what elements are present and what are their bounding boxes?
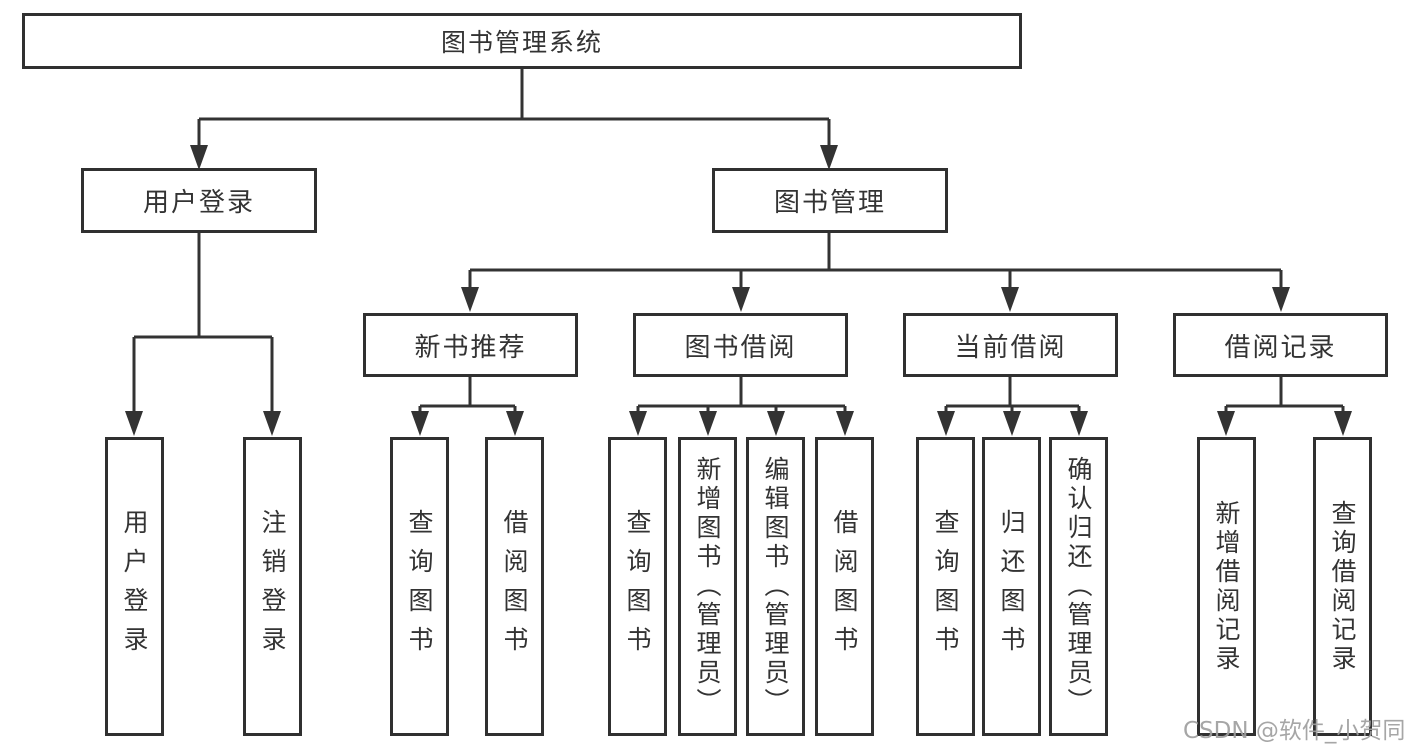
leaf-return-book: 归还图书	[982, 437, 1041, 736]
node-book-management: 图书管理	[712, 168, 948, 233]
leaf-confirm-return-admin-label: 确认归还（管理员）	[1064, 456, 1093, 717]
leaf-borrow-books-recommend-label: 借阅图书	[500, 508, 529, 665]
leaf-add-borrow-record-label: 新增借阅记录	[1212, 499, 1241, 674]
node-root-label: 图书管理系统	[440, 28, 603, 57]
node-new-book-recommend-label: 新书推荐	[414, 332, 527, 363]
connector-paths	[132, 68, 1345, 414]
leaf-add-book-admin: 新增图书（管理员）	[678, 437, 737, 736]
leaf-logout-label: 注销登录	[258, 508, 287, 665]
leaf-query-borrow-record-label: 查询借阅记录	[1328, 499, 1357, 674]
node-root: 图书管理系统	[22, 13, 1022, 69]
node-book-management-label: 图书管理	[773, 188, 886, 218]
leaf-return-book-label: 归还图书	[997, 508, 1026, 665]
leaf-borrow-books-borrow: 借阅图书	[815, 437, 874, 736]
leaf-add-book-admin-label: 新增图书（管理员）	[693, 456, 722, 717]
leaf-query-books-current-label: 查询图书	[931, 508, 960, 665]
node-book-borrow-label: 图书借阅	[684, 332, 797, 363]
leaf-borrow-books-borrow-label: 借阅图书	[830, 508, 859, 665]
leaf-borrow-books-recommend: 借阅图书	[485, 437, 544, 736]
leaf-edit-book-admin: 编辑图书（管理员）	[746, 437, 805, 736]
node-new-book-recommend: 新书推荐	[363, 313, 578, 377]
leaf-query-books-borrow: 查询图书	[608, 437, 667, 736]
node-current-borrow-label: 当前借阅	[954, 332, 1067, 363]
leaf-query-books-recommend-label: 查询图书	[405, 508, 434, 665]
csdn-watermark: CSDN @软件_小贺同学	[1183, 718, 1405, 744]
node-book-borrow: 图书借阅	[633, 313, 848, 377]
leaf-query-books-current: 查询图书	[916, 437, 975, 736]
leaf-add-borrow-record: 新增借阅记录	[1197, 437, 1256, 736]
leaf-query-books-borrow-label: 查询图书	[623, 508, 652, 665]
node-user-login-label: 用户登录	[142, 188, 255, 218]
node-current-borrow: 当前借阅	[903, 313, 1118, 377]
leaf-query-borrow-record: 查询借阅记录	[1313, 437, 1372, 736]
leaf-query-books-recommend: 查询图书	[390, 437, 449, 736]
leaf-user-login-label: 用户登录	[120, 508, 149, 665]
leaf-confirm-return-admin: 确认归还（管理员）	[1049, 437, 1108, 736]
arrowhead-icons	[125, 145, 1352, 436]
node-borrow-records-label: 借阅记录	[1224, 332, 1337, 363]
leaf-user-login: 用户登录	[105, 437, 164, 736]
leaf-logout: 注销登录	[243, 437, 302, 736]
node-user-login: 用户登录	[81, 168, 317, 233]
leaf-edit-book-admin-label: 编辑图书（管理员）	[761, 456, 790, 717]
node-borrow-records: 借阅记录	[1173, 313, 1388, 377]
